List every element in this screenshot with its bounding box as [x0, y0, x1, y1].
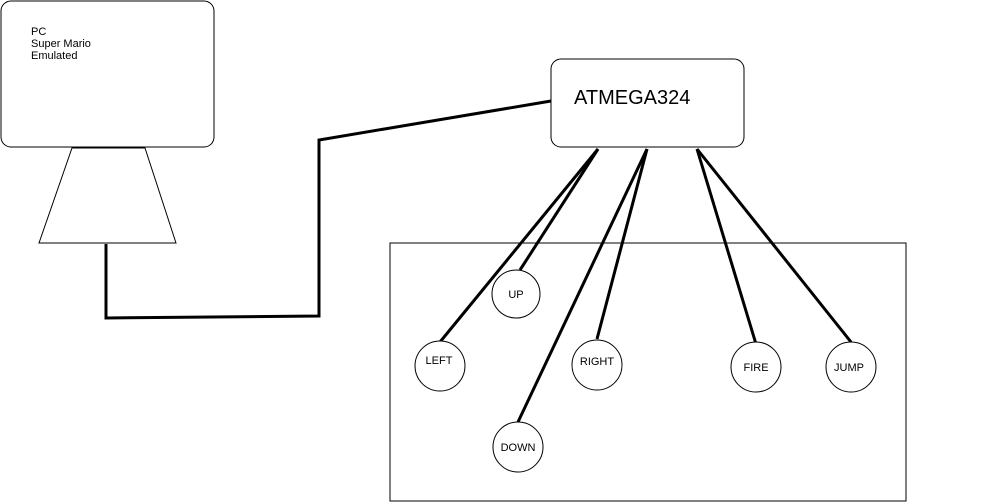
button-up-label: UP [508, 289, 523, 301]
pc-monitor [0, 0, 215, 148]
button-jump-label: JUMP [834, 362, 864, 374]
button-fire[interactable]: FIRE [730, 341, 782, 393]
pc-label-line: Emulated [31, 50, 78, 62]
button-left[interactable]: LEFT [414, 340, 466, 392]
pc-stand [38, 147, 177, 244]
pc-label-line: PC [31, 26, 47, 38]
wire-up [518, 148, 600, 271]
mcu-box [550, 58, 745, 148]
wire-fire [695, 148, 758, 345]
pc-to-mcu-wire [104, 99, 552, 320]
button-right-label: RIGHT [580, 356, 615, 368]
pc-label: PC Super Mario Emulated [31, 26, 91, 62]
wire-down [516, 148, 649, 423]
mcu-label: ATMEGA324 [574, 87, 690, 109]
button-down[interactable]: DOWN [492, 421, 544, 473]
button-jump[interactable]: JUMP [825, 341, 877, 393]
wire-right [595, 148, 649, 340]
button-left-label: LEFT [426, 355, 453, 367]
button-up[interactable]: UP [491, 269, 541, 319]
pc-label-line: Super Mario [31, 38, 91, 50]
wire-left [438, 148, 600, 343]
button-right[interactable]: RIGHT [571, 339, 623, 391]
button-wires [438, 148, 853, 423]
button-down-label: DOWN [501, 442, 536, 454]
wire-jump [695, 148, 853, 343]
controller-panel [389, 242, 907, 502]
button-fire-label: FIRE [743, 362, 768, 374]
